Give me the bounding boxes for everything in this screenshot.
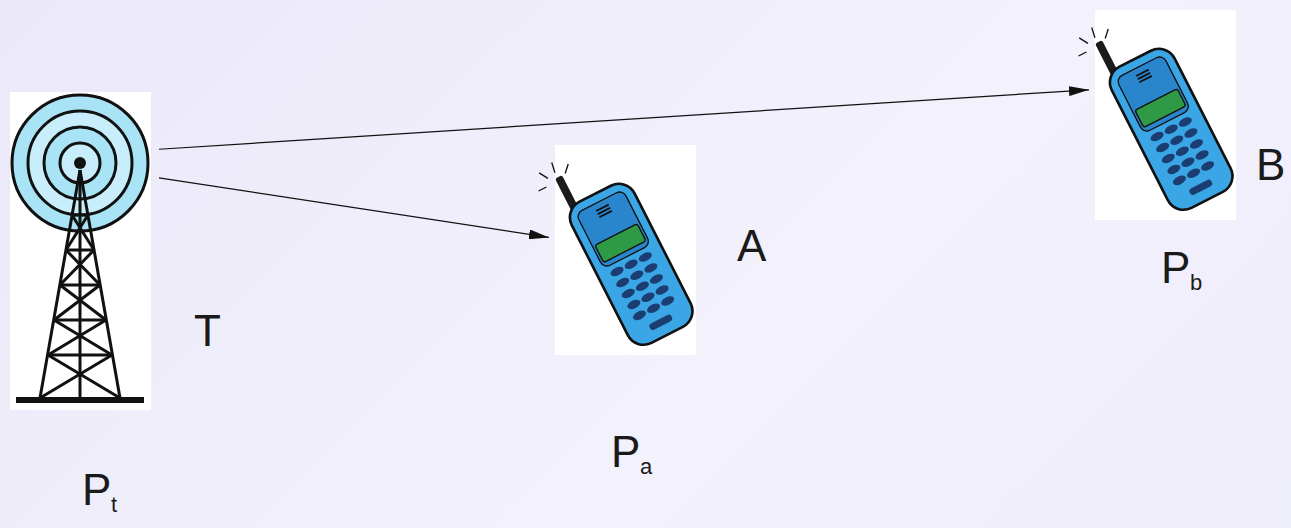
power-subscript: a [640,456,652,478]
tower-icon [10,92,151,410]
signal-arrow [159,90,1089,149]
power-symbol: P [611,430,640,474]
receiver-node: APa [555,145,696,355]
power-symbol: P [1161,246,1190,290]
power-subscript: b [1190,272,1202,294]
receiver-node: BPb [1095,10,1236,220]
node-label: B [1256,143,1285,187]
node-label: A [737,224,766,268]
node-label: T [194,309,221,353]
power-subscript: t [111,494,117,516]
phone-icon [1070,0,1239,222]
transmitter-node: TPt [10,92,151,410]
signal-arrow [159,178,549,238]
power-symbol: P [82,468,111,512]
phone-icon [530,135,699,357]
